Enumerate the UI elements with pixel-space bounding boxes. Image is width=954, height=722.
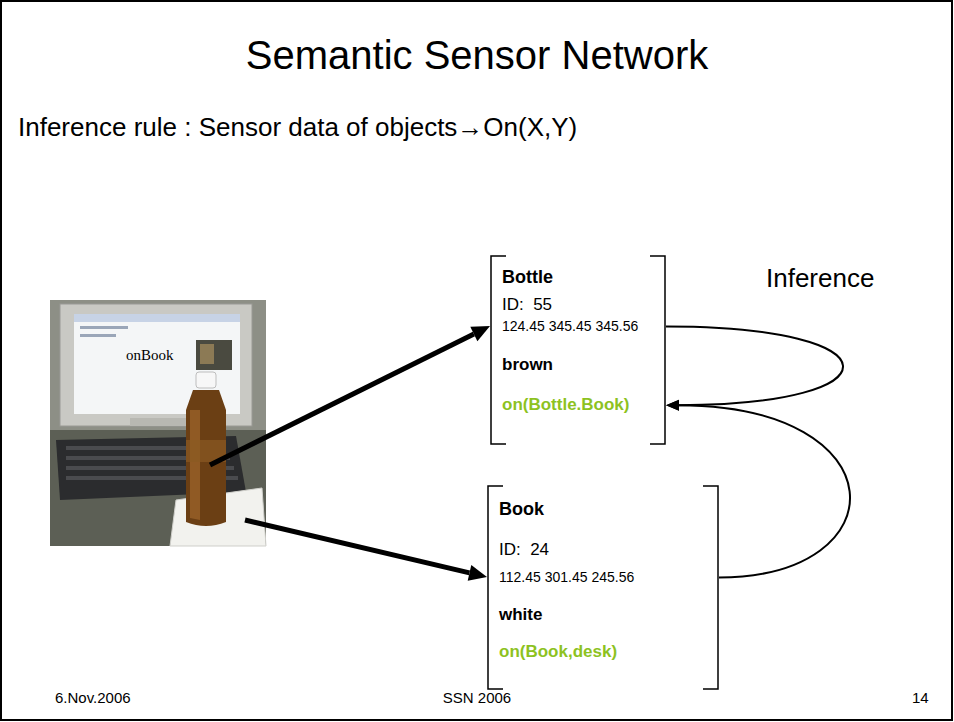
inferred-relation: on(Book,desk) [499,642,617,662]
object-id: ID: 55 [502,295,552,315]
slide-title: Semantic Sensor Network [246,31,708,79]
event-footer: SSN 2006 [443,689,511,707]
bracket-outline [488,486,718,689]
inference-loop [666,326,843,410]
pointer-arrow [245,520,487,581]
inferred-relation: on(Bottle.Book) [502,395,629,415]
inference-connector [666,400,850,578]
object-name: Book [499,499,544,521]
object-color: white [499,605,542,625]
pointer-arrow [210,326,490,465]
inference-connector [678,405,850,577]
sensor-coordinates: 124.45 345.45 345.56 [502,318,638,335]
page-number: 14 [912,689,929,707]
photo [50,300,266,546]
sensor-coordinates: 112.45 301.45 245.56 [499,569,634,586]
date-footer: 6.Nov.2006 [55,689,131,707]
inference-label: Inference [766,263,874,294]
object-id: ID: 24 [499,540,549,560]
object-record: BookID: 24 112.45 301.45 245.56 white on(Bo… [487,485,719,690]
bracket-outline [491,256,665,444]
object-record: BottleID: 55 124.45 345.45 345.56 brown on(… [490,255,666,445]
arrow-head [666,400,679,411]
screen-text: onBook [126,346,174,364]
inference-loop [666,326,843,405]
inference-rule: Inference rule : Sensor data of objects→… [18,112,577,143]
object-name: Bottle [502,267,553,289]
object-color: brown [502,355,553,375]
arrow-head [666,400,679,411]
